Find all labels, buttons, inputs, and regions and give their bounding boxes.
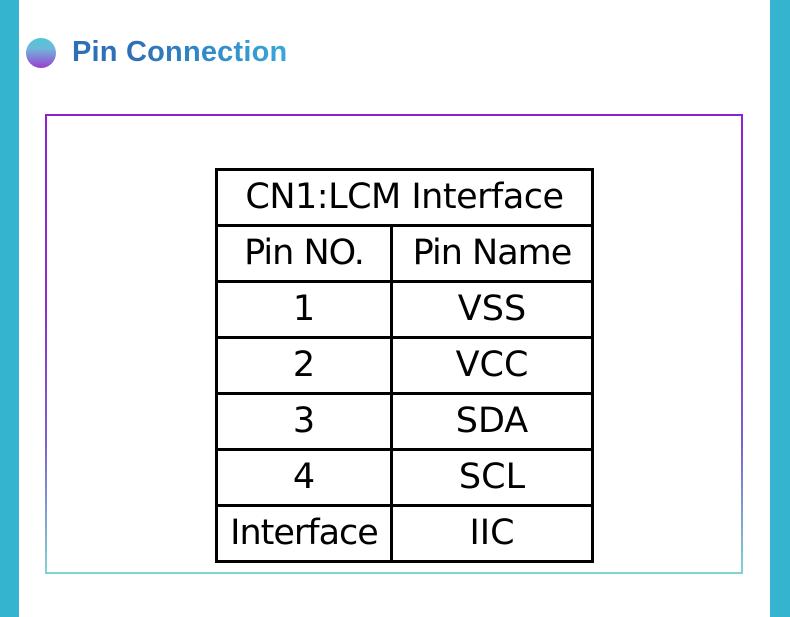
table-row: 3 SDA <box>215 392 594 451</box>
cell-pin-no: 3 <box>215 392 393 451</box>
right-accent-strip <box>770 0 790 617</box>
cell-pin-no: Interface <box>215 504 393 563</box>
table-row: 1 VSS <box>215 280 594 339</box>
cell-pin-name: SDA <box>390 392 594 451</box>
table-row: 4 SCL <box>215 448 594 507</box>
slide-title-row: Pin Connection <box>26 36 287 69</box>
pin-connection-table: CN1:LCM Interface Pin NO. Pin Name 1 VSS… <box>215 168 594 563</box>
cell-pin-no: 2 <box>215 336 393 395</box>
cell-pin-name: SCL <box>390 448 594 507</box>
cell-pin-name: VCC <box>390 336 594 395</box>
cell-pin-no: 1 <box>215 280 393 339</box>
page-title: Pin Connection <box>72 36 288 68</box>
content-panel: CN1:LCM Interface Pin NO. Pin Name 1 VSS… <box>45 114 743 574</box>
table-caption-cell: CN1:LCM Interface <box>215 168 594 227</box>
gradient-circle-bullet-icon <box>26 37 56 68</box>
cell-pin-name: VSS <box>390 280 594 339</box>
header-pin-name: Pin Name <box>390 224 594 283</box>
header-pin-no: Pin NO. <box>215 224 393 283</box>
cell-pin-no: 4 <box>215 448 393 507</box>
pin-table-container: CN1:LCM Interface Pin NO. Pin Name 1 VSS… <box>215 168 594 563</box>
left-accent-strip <box>0 0 19 617</box>
table-header-row: Pin NO. Pin Name <box>215 224 594 283</box>
table-caption-row: CN1:LCM Interface <box>215 168 594 227</box>
table-row: 2 VCC <box>215 336 594 395</box>
table-row: Interface IIC <box>215 504 594 563</box>
cell-pin-name: IIC <box>390 504 594 563</box>
